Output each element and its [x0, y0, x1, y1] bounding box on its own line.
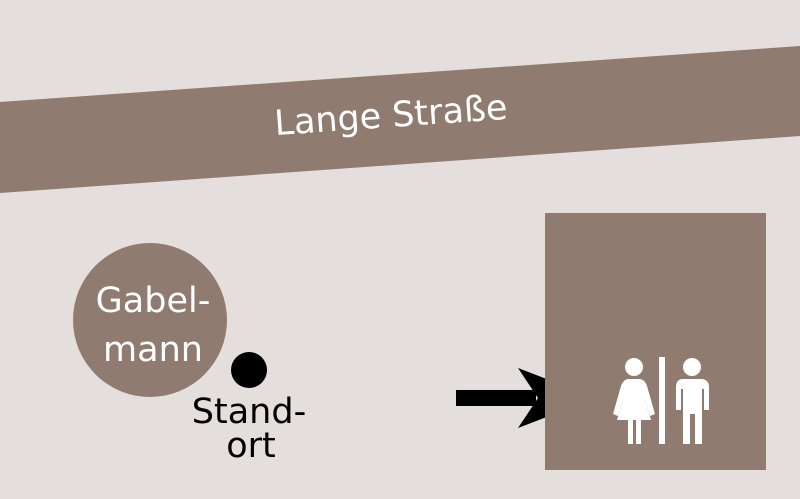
restroom-building [545, 213, 766, 470]
location-dot [231, 352, 267, 388]
landmark-label-line2: mann [103, 330, 203, 370]
landmark-circle [73, 243, 227, 397]
street-band [0, 46, 800, 193]
woman-icon [613, 358, 655, 444]
man-icon [676, 358, 709, 444]
landmark-label-line1: Gabel- [96, 281, 211, 321]
location-label-line1: Stand- [192, 392, 306, 432]
restroom-divider [659, 357, 665, 444]
location-label-line2: ort [226, 426, 276, 466]
restroom-icon [613, 357, 709, 444]
